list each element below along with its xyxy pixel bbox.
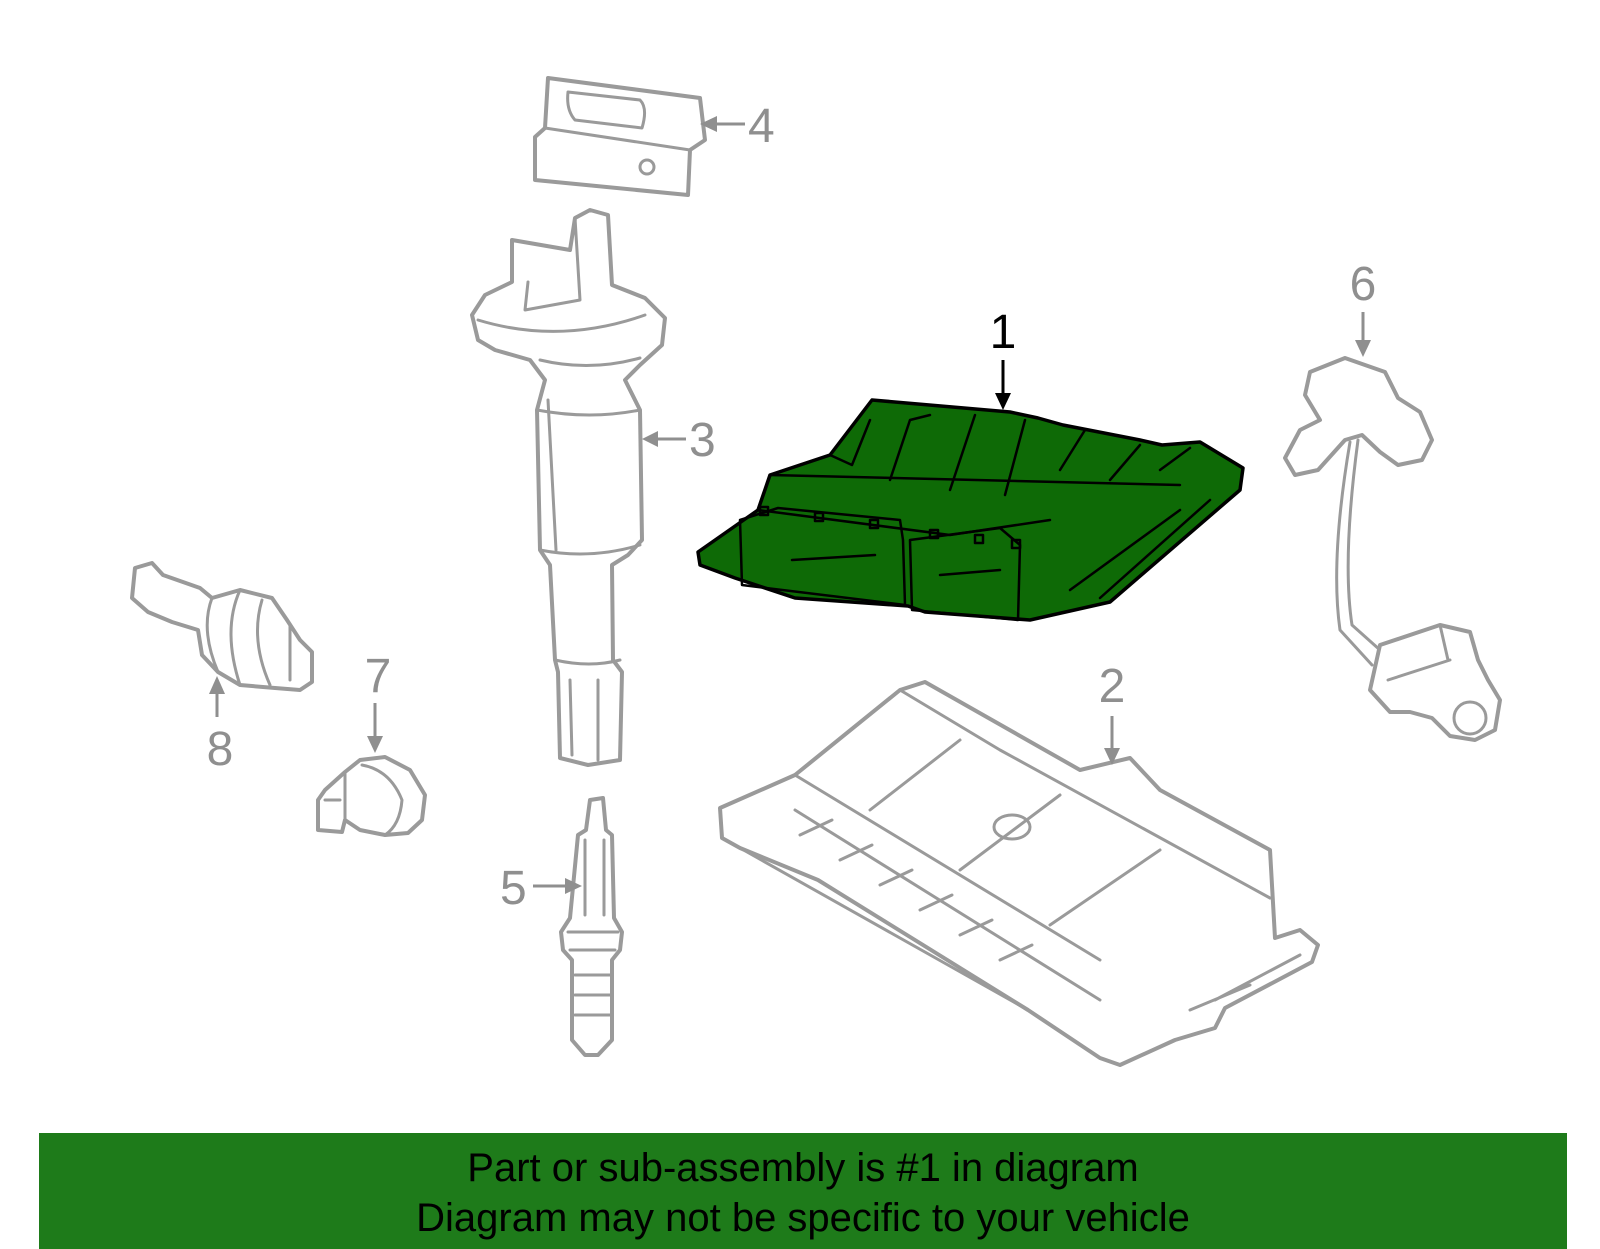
callout-6: 6 (1350, 258, 1377, 357)
callout-2: 2 (1099, 660, 1126, 765)
callout-number: 6 (1350, 258, 1377, 311)
camshaft-sensor-icon (1283, 356, 1502, 742)
info-banner: Part or sub-assembly is #1 in diagram Di… (39, 1133, 1567, 1249)
ignition-coil-icon (470, 208, 667, 767)
banner-line-1: Part or sub-assembly is #1 in diagram (467, 1146, 1139, 1190)
callout-number: 3 (689, 414, 716, 467)
knock-sensor-icon (316, 755, 427, 837)
callout-number: 1 (990, 306, 1017, 359)
banner-line-2: Diagram may not be specific to your vehi… (416, 1196, 1190, 1240)
engine-control-module-icon (696, 398, 1245, 622)
callout-8: 8 (207, 676, 234, 776)
callout-1: 1 (990, 306, 1017, 410)
callout-number: 2 (1099, 660, 1126, 713)
coil-cover-icon (533, 76, 707, 197)
callout-7: 7 (365, 650, 392, 753)
callout-3: 3 (642, 414, 716, 467)
module-bracket-icon (718, 680, 1320, 1067)
callout-5: 5 (500, 862, 582, 915)
temperature-sensor-icon (130, 561, 314, 692)
callout-number: 4 (748, 100, 775, 153)
spark-plug-icon (559, 796, 624, 1057)
callout-number: 7 (365, 650, 392, 703)
callout-4: 4 (700, 100, 775, 153)
callout-number: 5 (500, 862, 527, 915)
callout-number: 8 (207, 723, 234, 776)
